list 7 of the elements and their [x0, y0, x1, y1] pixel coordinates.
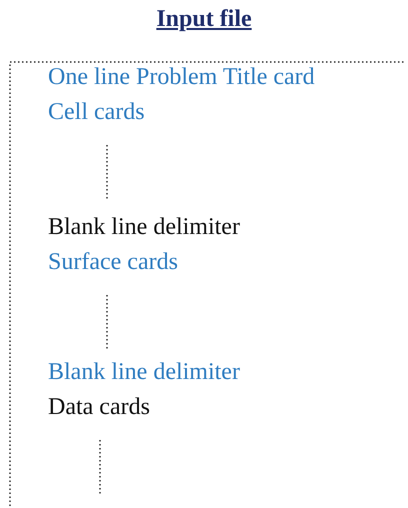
section-label: Data cards: [48, 393, 150, 421]
section-label: One line Problem Title card: [48, 63, 315, 91]
section-label: Surface cards: [48, 248, 178, 276]
section-label: Blank line delimiter: [48, 213, 240, 241]
section-label: Cell cards: [48, 98, 145, 126]
section-label: Blank line delimiter: [48, 358, 240, 386]
diagram-title: Input file: [156, 6, 252, 32]
